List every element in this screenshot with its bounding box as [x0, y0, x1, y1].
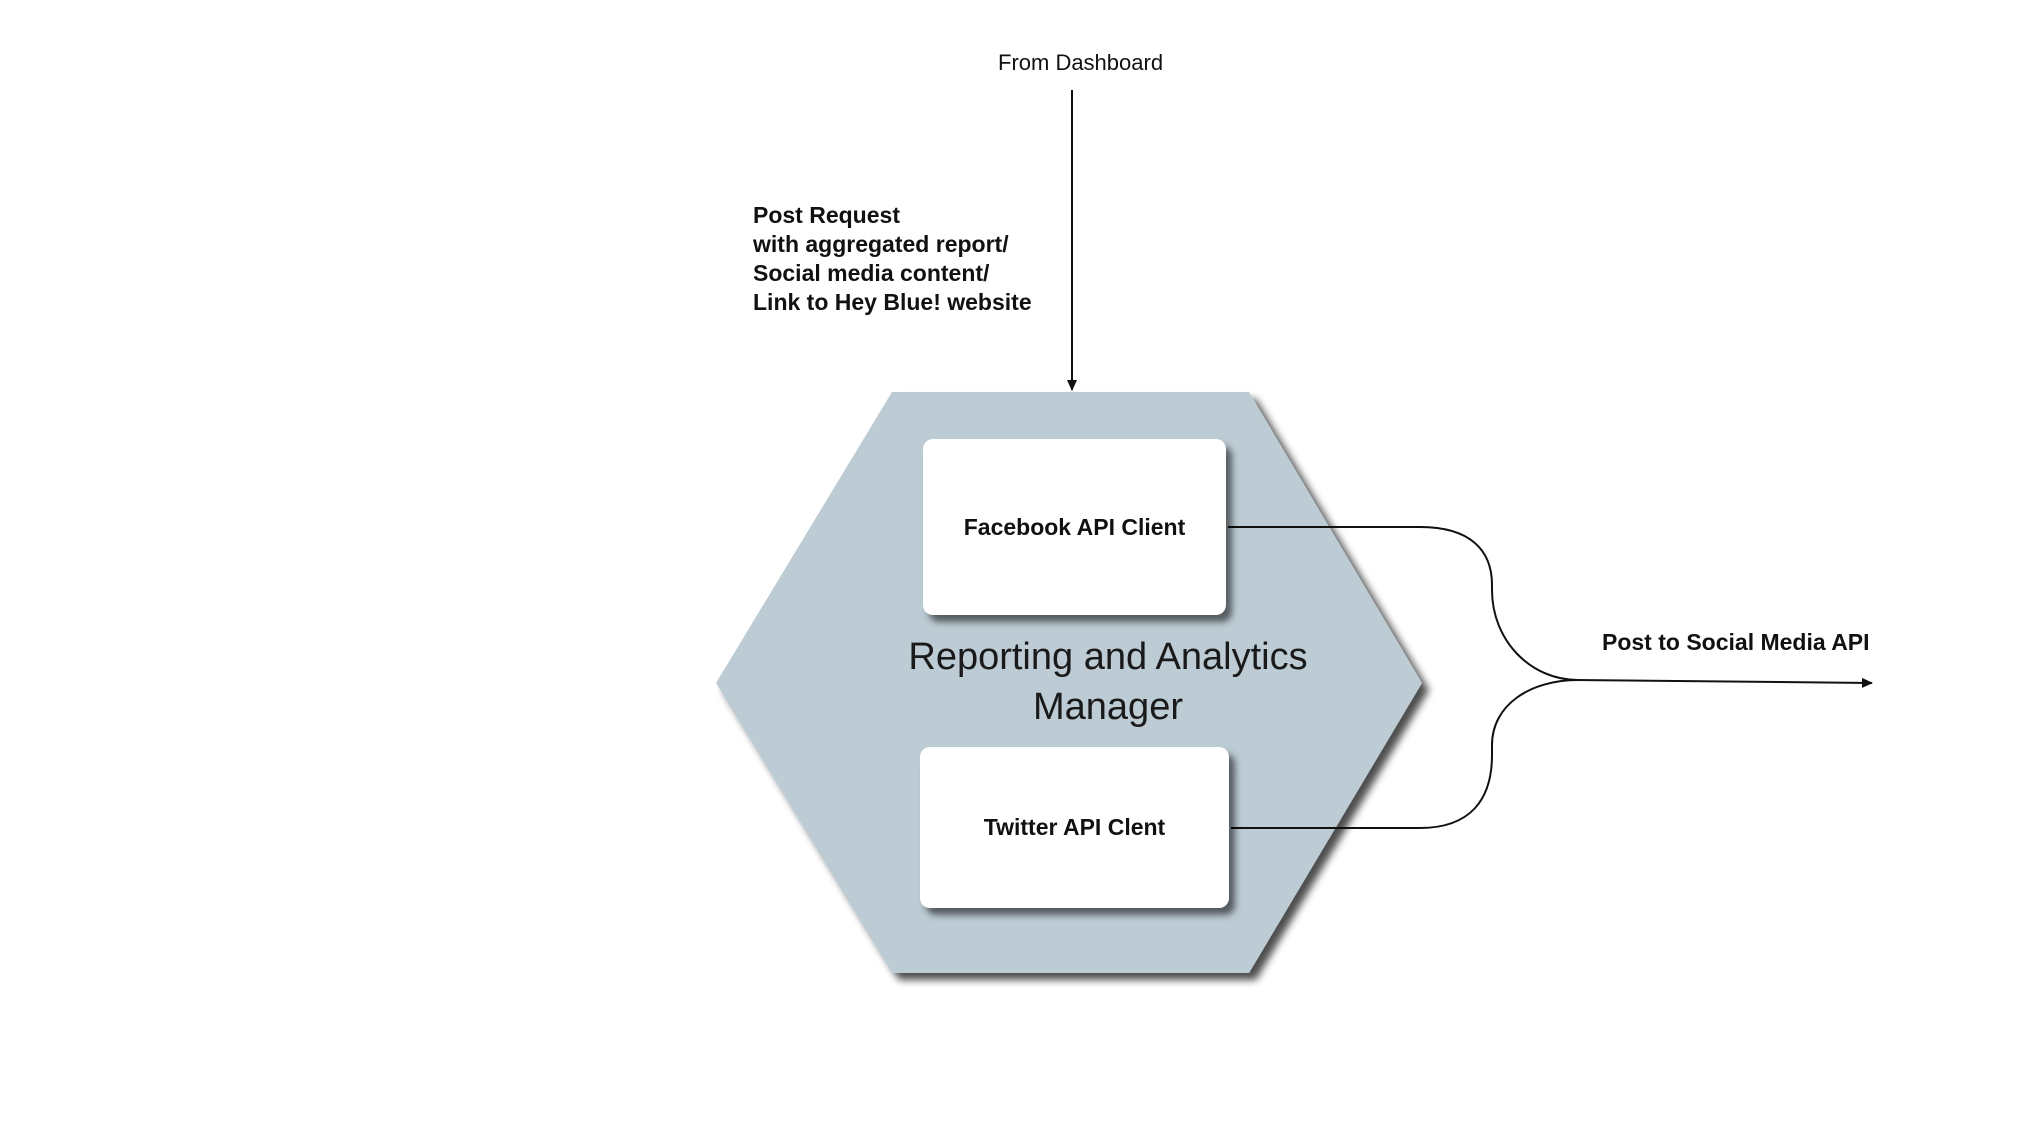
request-line: Link to Hey Blue! website: [753, 289, 1032, 315]
twitter-api-client-label: Twitter API Clent: [983, 814, 1166, 840]
facebook-api-client-label: Facebook API Client: [963, 513, 1186, 540]
facebook-connector: [1228, 526, 1579, 681]
post-request-label: Post Request with aggregated report/ Soc…: [753, 201, 1032, 317]
request-line: with aggregated report/: [753, 231, 1009, 257]
facebook-api-client-box: Facebook API Client: [923, 439, 1226, 615]
request-line: Social media content/: [753, 260, 990, 286]
twitter-connector: [1231, 679, 1579, 829]
output-arrow: [1575, 677, 1873, 688]
request-line: Post Request: [753, 202, 900, 228]
manager-title: Reporting and Analytics Manager: [908, 636, 1308, 728]
from-dashboard-label: From Dashboard: [998, 50, 1164, 75]
twitter-api-client-box: Twitter API Clent: [920, 747, 1229, 908]
post-to-social-media-label: Post to Social Media API: [1602, 629, 1870, 655]
